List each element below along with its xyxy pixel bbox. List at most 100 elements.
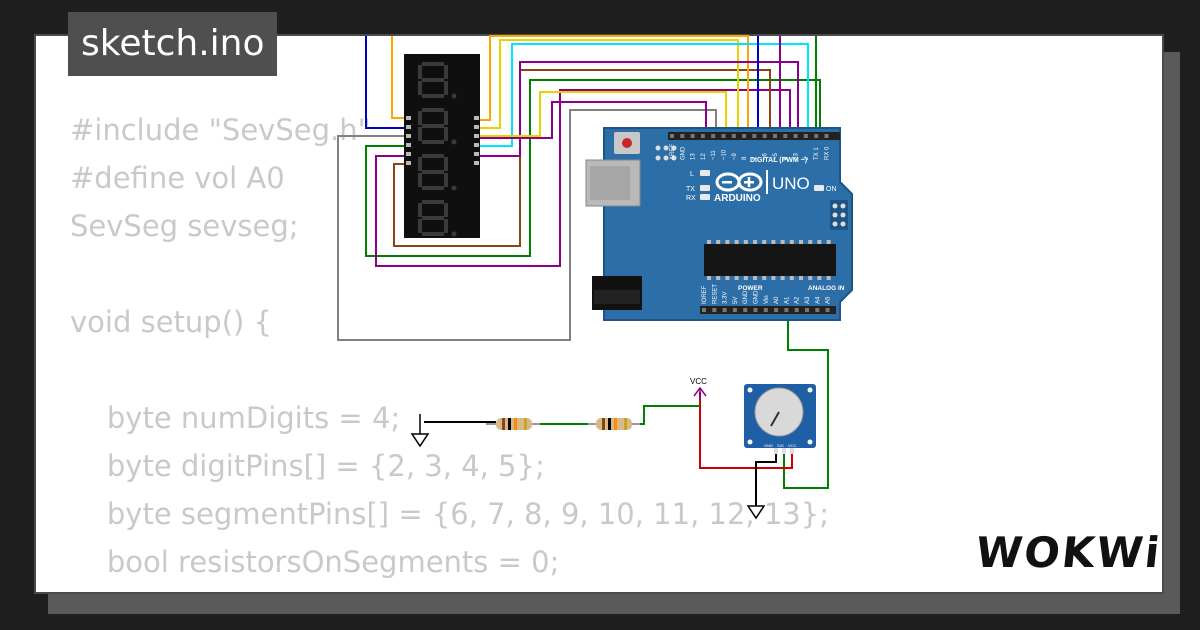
header-pin[interactable] (712, 308, 717, 312)
board-logo-text: ARDUINO (714, 193, 761, 204)
header-pin[interactable] (680, 134, 685, 138)
header-pin[interactable] (783, 134, 788, 138)
header-pin[interactable] (731, 134, 736, 138)
header-pin[interactable] (774, 308, 779, 312)
header-pin[interactable] (670, 134, 674, 138)
segment (422, 94, 444, 98)
wire-brown-left (393, 69, 771, 247)
wire-purple-2 (478, 101, 707, 139)
header-pin[interactable] (702, 308, 706, 312)
segment (422, 170, 444, 174)
display-digit (418, 154, 457, 191)
header-pin[interactable] (742, 134, 747, 138)
header-pin[interactable] (805, 308, 809, 312)
chip-leg (725, 276, 730, 280)
sketch-filename[interactable]: sketch.ino (68, 12, 278, 76)
led-l-label: L (690, 171, 694, 178)
resistor-2[interactable] (588, 418, 640, 430)
wire-green-res2 (632, 405, 700, 425)
code-line: #include "SevSeg.h" (70, 113, 371, 147)
header-pin[interactable] (784, 308, 789, 312)
header-pin[interactable] (793, 134, 798, 138)
header-pin[interactable] (824, 134, 829, 138)
wire-purple-1 (478, 61, 799, 157)
segment (418, 203, 422, 217)
vcc-label: VCC (690, 377, 707, 386)
header-pin[interactable] (773, 134, 777, 138)
display-pin-right (474, 125, 479, 129)
header-pin[interactable] (722, 308, 727, 312)
decimal-point (451, 231, 457, 237)
code-line: void setup() { (70, 305, 272, 339)
digital-pin-label: 8 (742, 156, 748, 160)
header-pin[interactable] (763, 308, 768, 312)
header-pin[interactable] (814, 134, 819, 138)
digital-pin-label: ~10 (722, 149, 728, 160)
chip-leg (753, 240, 757, 244)
seven-segment-display[interactable] (404, 54, 480, 238)
power-analog-pin-label: GND (754, 290, 760, 304)
digital-header-pins (670, 134, 829, 138)
header-pin[interactable] (803, 134, 808, 138)
display-digit (418, 62, 457, 99)
segment (422, 186, 444, 190)
chip-leg (725, 240, 730, 244)
vcc-symbol: VCC (690, 377, 707, 400)
header-pin[interactable] (690, 134, 695, 138)
power-analog-header (700, 306, 836, 314)
chip-legs (707, 240, 831, 280)
power-analog-pin-label: Vin (764, 295, 770, 304)
segment (418, 81, 422, 95)
header-pin[interactable] (752, 134, 757, 138)
chip-leg (780, 276, 785, 280)
chip-leg (808, 240, 813, 244)
display-pin-left (406, 134, 411, 138)
header-pin[interactable] (762, 134, 767, 138)
segment (444, 81, 448, 95)
chip-leg (716, 276, 721, 280)
wire-yellow-1 (478, 39, 739, 134)
header-pin[interactable] (753, 308, 758, 312)
header-pin[interactable] (700, 134, 705, 138)
potentiometer[interactable]: GND SIG VCC (744, 384, 816, 454)
power-analog-header-pins (702, 308, 830, 312)
power-jack-inner (594, 290, 640, 304)
chip-leg (826, 240, 831, 244)
wokwi-logo[interactable]: WOKWi (973, 528, 1164, 577)
header-pin[interactable] (743, 308, 748, 312)
header-pin[interactable] (732, 308, 737, 312)
chip-leg (799, 240, 803, 244)
chip-leg (826, 276, 831, 280)
wire-yellow-2 (478, 91, 727, 137)
wire-cyan-1 (478, 43, 809, 147)
digital-pin-label: 13 (691, 153, 697, 160)
header-pin[interactable] (711, 134, 716, 138)
chip-leg (762, 240, 767, 244)
resistor-1[interactable] (486, 418, 540, 430)
segment (444, 173, 448, 187)
power-analog-pin-label: A2 (795, 296, 801, 304)
pot-pin-vcc: VCC (788, 443, 797, 448)
display-pin-right (474, 143, 479, 147)
power-analog-pin-label: A1 (784, 296, 790, 304)
code-line: SevSeg sevseg; (70, 209, 299, 243)
power-analog-pin-label: RESET (712, 284, 718, 304)
header-pin[interactable] (825, 308, 830, 312)
segment (422, 62, 444, 66)
digital-pin-label: AREF (670, 144, 676, 160)
header-pin[interactable] (815, 308, 820, 312)
segment (422, 124, 444, 128)
chip-leg (789, 276, 794, 280)
display-digits (418, 62, 457, 237)
digital-pin-label: RX 0 (825, 146, 831, 160)
header-pin[interactable] (794, 308, 799, 312)
segment (444, 111, 448, 125)
header-pin[interactable] (721, 134, 726, 138)
power-analog-pin-label: A0 (774, 296, 780, 304)
wire-green-left (365, 79, 821, 257)
chip-leg (771, 240, 776, 244)
